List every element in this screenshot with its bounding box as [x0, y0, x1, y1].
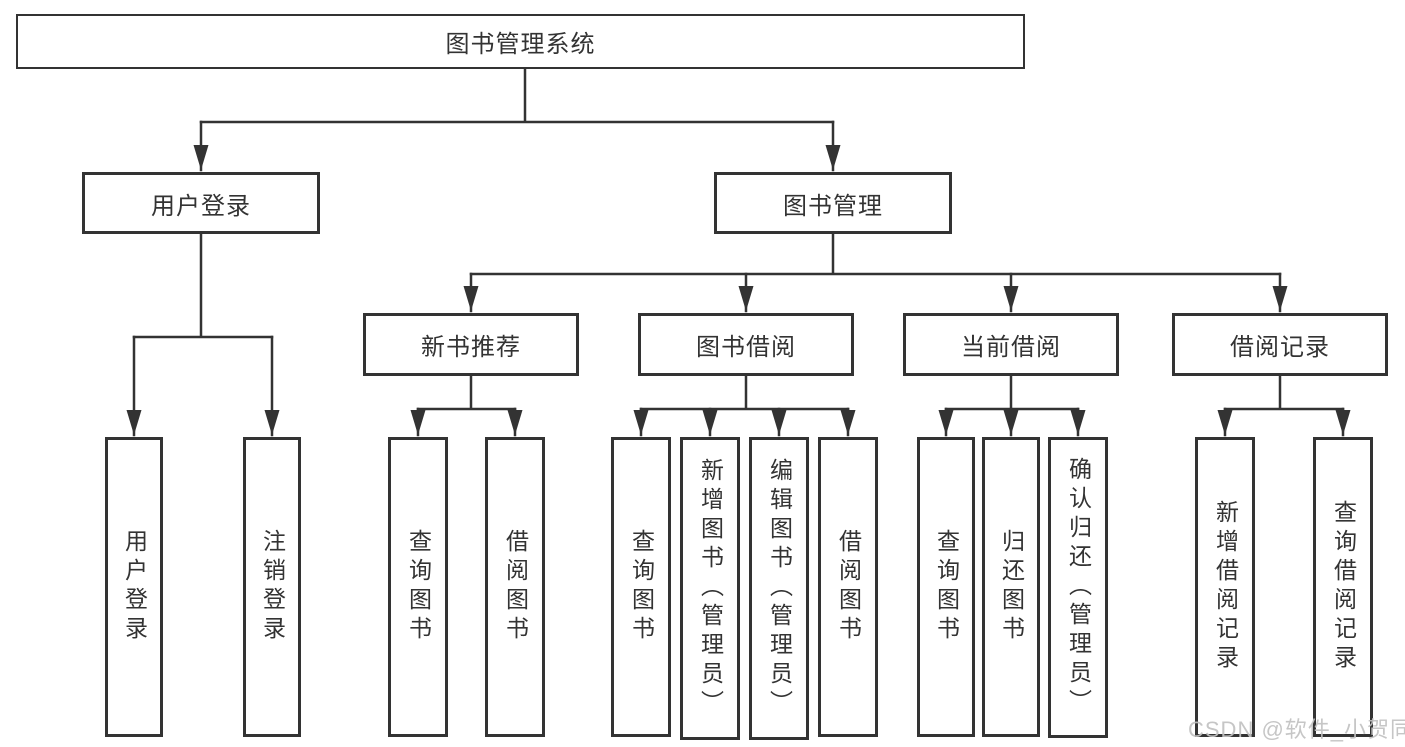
node-library-system: 图书管理系统 — [16, 14, 1025, 69]
leaf-borrowing-borrow-book: 借阅图书 — [818, 437, 878, 737]
connector-borrowing-split — [639, 374, 850, 411]
connector-root-split — [199, 67, 835, 124]
connector-records-split — [1223, 374, 1345, 411]
csdn-watermark: CSDN @软件_小贺同学 — [1188, 717, 1405, 742]
leaf-borrowing-edit-book-admin: 编辑图书（管理员） — [749, 437, 809, 740]
connector-recommendation-split — [416, 374, 517, 411]
leaf-records-query-record: 查询借阅记录 — [1313, 437, 1373, 737]
connector-book-management-split — [469, 232, 1282, 276]
node-book-management: 图书管理 — [714, 172, 952, 234]
connector-user-login-split — [132, 232, 274, 339]
node-user-login: 用户登录 — [82, 172, 320, 234]
leaf-current-confirm-return-admin: 确认归还（管理员） — [1048, 437, 1108, 738]
leaf-borrowing-add-book-admin: 新增图书（管理员） — [680, 437, 740, 740]
leaf-recommend-query-book: 查询图书 — [388, 437, 448, 737]
leaf-user-login: 用户登录 — [105, 437, 163, 737]
leaf-recommend-borrow-book: 借阅图书 — [485, 437, 545, 737]
leaf-borrowing-query-book: 查询图书 — [611, 437, 671, 737]
leaf-current-query-book: 查询图书 — [917, 437, 975, 737]
node-current-borrowing: 当前借阅 — [903, 313, 1119, 376]
node-borrowing-records: 借阅记录 — [1172, 313, 1388, 376]
leaf-records-add-record: 新增借阅记录 — [1195, 437, 1255, 737]
leaf-logout: 注销登录 — [243, 437, 301, 737]
connector-current-split — [944, 374, 1080, 411]
node-new-book-recommendation: 新书推荐 — [363, 313, 579, 376]
node-book-borrowing: 图书借阅 — [638, 313, 854, 376]
leaf-current-return-book: 归还图书 — [982, 437, 1040, 737]
